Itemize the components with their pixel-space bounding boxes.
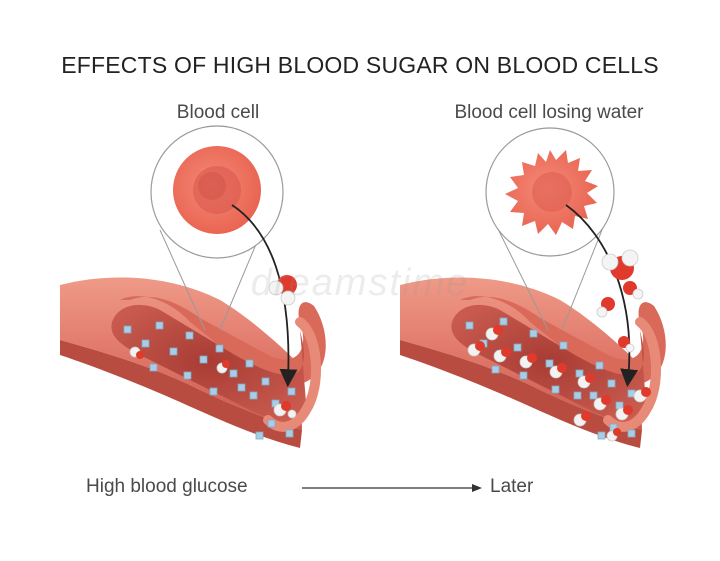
right-travelling-water-molecules-icon	[596, 249, 644, 353]
left-blood-vessel	[60, 277, 326, 448]
left-zoom-circle	[150, 125, 284, 259]
left-water-molecules	[129, 346, 297, 419]
diagram-title: EFFECTS OF HIGH BLOOD SUGAR ON BLOOD CEL…	[61, 52, 659, 78]
watermark: dreamstime	[250, 262, 470, 304]
label-blood-cell: Blood cell	[176, 102, 260, 123]
crenated-blood-cell-icon	[505, 150, 598, 235]
right-glucose-particles	[465, 317, 636, 440]
left-arrow	[231, 204, 298, 388]
label-blood-cell-losing-water: Blood cell losing water	[454, 102, 644, 123]
timeline-arrow	[302, 484, 482, 492]
left-travelling-water-molecule-icon	[268, 275, 297, 306]
label-high-blood-glucose: High blood glucose	[86, 476, 248, 497]
left-glucose-particles	[123, 321, 296, 440]
right-zoom-lines	[495, 224, 605, 331]
right-zoom-circle	[485, 127, 615, 257]
right-water-molecules	[467, 325, 651, 442]
label-later: Later	[490, 476, 534, 497]
